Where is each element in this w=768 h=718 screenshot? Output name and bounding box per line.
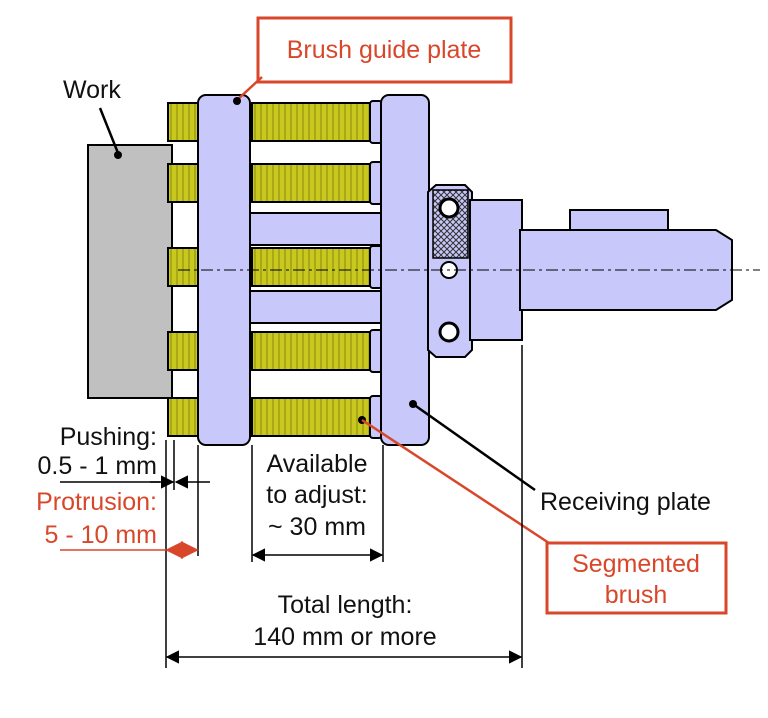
brush-guide-plate-leader	[236, 76, 263, 101]
brush-guide-plate-label: Brush guide plate	[287, 36, 482, 64]
receiving-plate-label: Receiving plate	[540, 488, 711, 516]
pushing-title: Pushing:	[60, 423, 157, 451]
work-label: Work	[63, 76, 121, 104]
brush-guide-plate-callout	[256, 16, 513, 84]
support-rods	[247, 212, 385, 324]
pushing-value: 0.5 - 1 mm	[38, 452, 157, 480]
total-length-label-1: Total length:	[278, 591, 413, 619]
segmented-brush-leader	[361, 418, 553, 547]
receiving-plate-leader	[412, 402, 536, 492]
segmented-brush-label-1: Segmented	[572, 550, 700, 578]
segmented-brushes	[167, 100, 383, 439]
work-leader-dot	[114, 151, 122, 159]
work-piece	[87, 144, 173, 399]
segmented-brush-label-2: brush	[605, 581, 668, 609]
adjust-label-2: to adjust:	[266, 481, 367, 509]
segmented-brush-callout	[545, 541, 728, 615]
total-length-label-2: 140 mm or more	[253, 623, 436, 651]
protrusion-value: 5 - 10 mm	[44, 521, 157, 549]
brush-guide-plate-leader-dot	[233, 97, 241, 105]
work-leader	[98, 107, 120, 154]
extension-lines	[165, 345, 523, 668]
adjust-label-3: ~ 30 mm	[268, 513, 366, 541]
hub-collar	[427, 184, 473, 358]
adjust-label-1: Available	[266, 450, 367, 478]
protrusion-title: Protrusion:	[36, 488, 157, 516]
